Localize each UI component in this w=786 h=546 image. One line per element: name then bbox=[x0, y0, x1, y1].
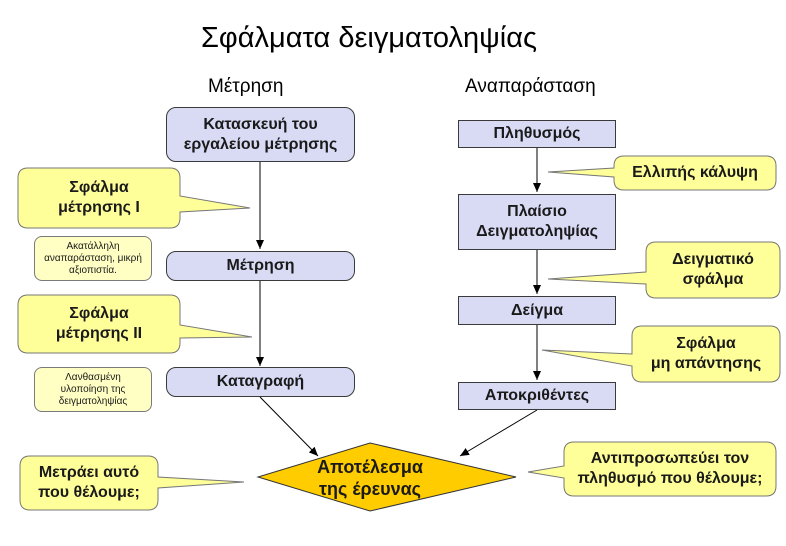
callout-nonresponse-error-shape bbox=[541, 325, 781, 383]
box-sample: Δείγμα bbox=[458, 296, 616, 325]
callout-measures-what-we-want: Μετράει αυτό που θέλουμε; bbox=[38, 464, 140, 501]
callout-measurement-error-1-shape bbox=[17, 167, 251, 229]
result-label: Αποτέλεσμα της έρευνας bbox=[317, 457, 423, 499]
right-column-heading: Αναπαράσταση bbox=[465, 76, 596, 97]
left-column-heading: Μέτρηση bbox=[208, 76, 284, 97]
callout-measurement-error-1: Σφάλμα μέτρησης Ι bbox=[58, 179, 140, 216]
box-recording: Καταγραφή bbox=[166, 367, 355, 397]
callout-sampling-error: Δειγματικό σφάλμα bbox=[672, 251, 754, 288]
callout-measures-what-we-want-shape bbox=[19, 455, 245, 511]
note-faulty-implementation: Λανθασμένη υλοποίηση της δειγματοληψίας bbox=[34, 367, 152, 412]
callout-nonresponse-error: Σφάλμα μη απάντησης bbox=[650, 335, 762, 372]
callout-measurement-error-2: Σφάλμα μέτρησης ΙΙ bbox=[55, 305, 143, 342]
callout-represents-population-shape bbox=[527, 441, 777, 497]
callout-incomplete-coverage: Ελλιπής κάλυψη bbox=[632, 164, 758, 181]
arrow-respondents-to-result bbox=[459, 409, 538, 457]
arrow-recording-to-result bbox=[259, 396, 319, 457]
box-sampling-frame: Πλαίσιο Δειγματοληψίας bbox=[458, 194, 616, 250]
box-instrument-construction: Κατασκευή του εργαλείου μέτρησης bbox=[166, 107, 355, 162]
callout-incomplete-coverage-shape bbox=[547, 155, 777, 191]
note-inadequate-representation: Ακατάλληλη αναπαράσταση, μικρή αξιοπιστί… bbox=[34, 236, 152, 281]
diagram-title: Σφάλματα δειγματοληψίας bbox=[201, 22, 537, 54]
box-population: Πληθυσμός bbox=[458, 120, 616, 148]
callout-measurement-error-2-shape bbox=[17, 294, 253, 354]
box-respondents: Αποκριθέντες bbox=[458, 382, 616, 410]
callout-represents-population: Αντιπροσωπεύει τον πληθυσμό που θέλουμε; bbox=[577, 450, 763, 487]
box-measurement: Μέτρηση bbox=[166, 251, 355, 281]
result-diamond bbox=[256, 442, 517, 512]
callout-sampling-error-shape bbox=[547, 241, 781, 299]
